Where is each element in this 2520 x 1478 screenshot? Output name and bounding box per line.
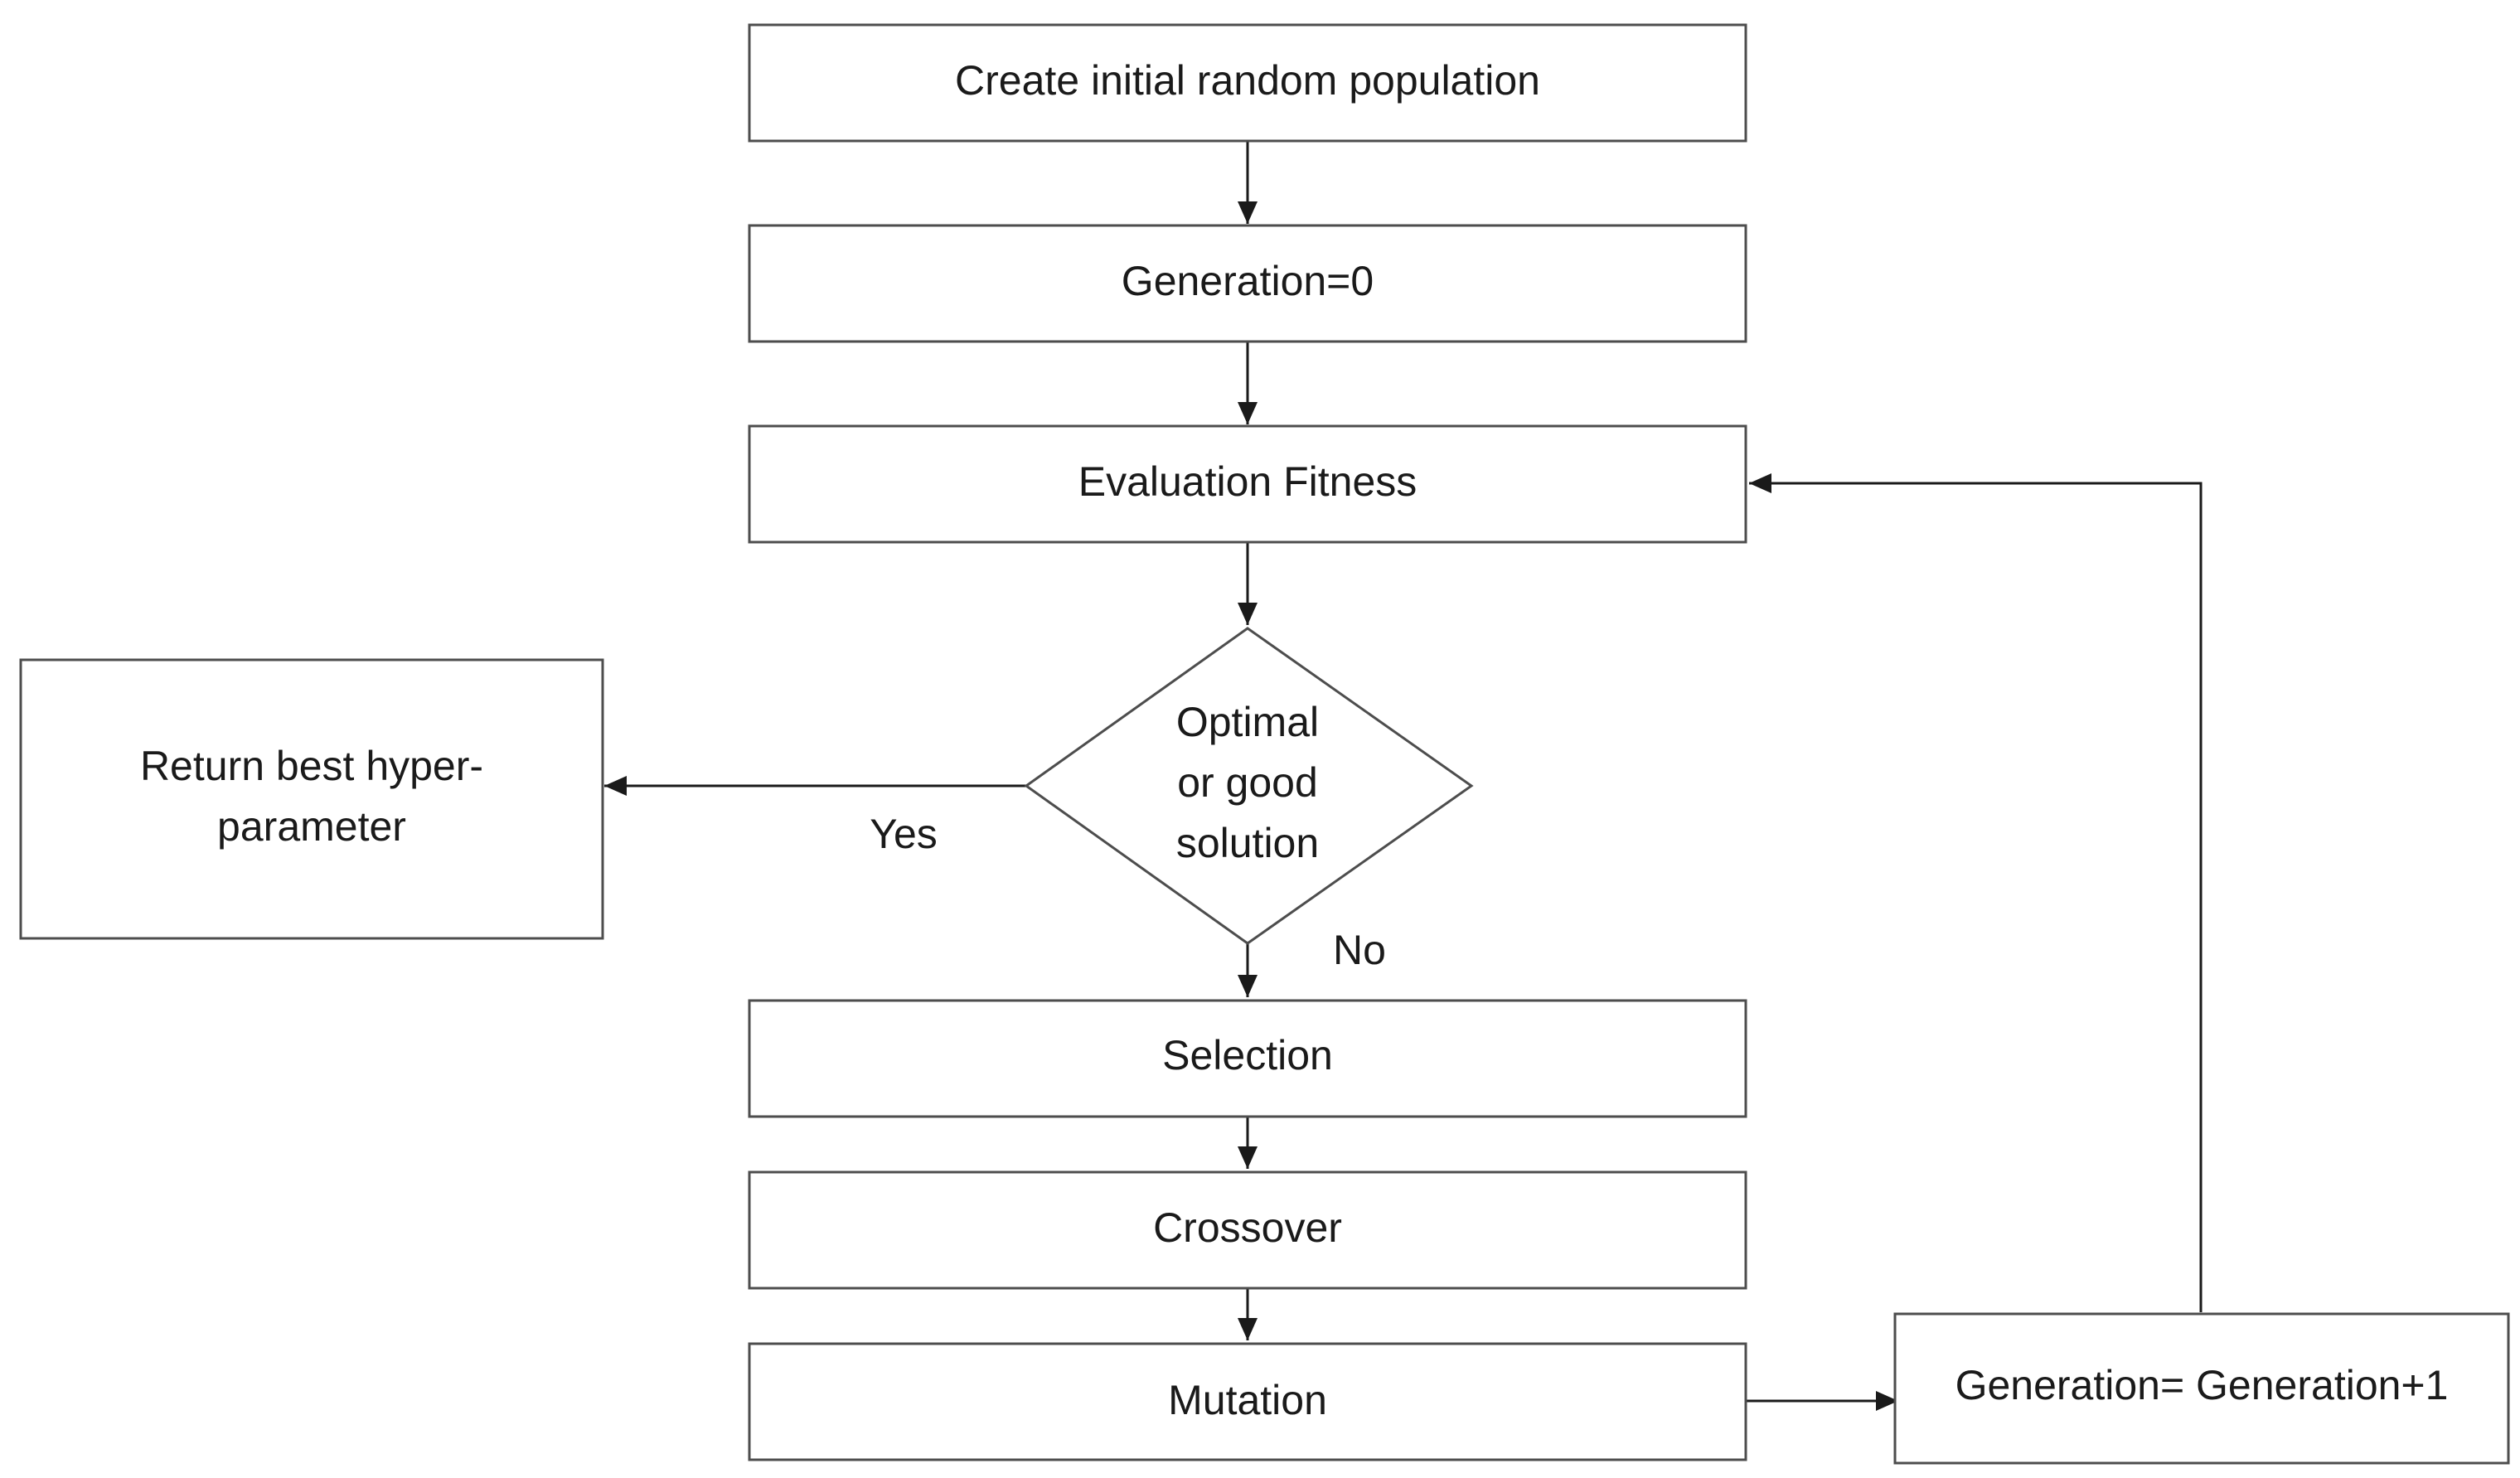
- node-return-best-line-1: Return best hyper-: [140, 743, 483, 789]
- node-create-population: Create initial random population: [748, 23, 1747, 143]
- node-return-best: Return best hyper- parameter: [19, 658, 604, 940]
- node-crossover: Crossover: [748, 1170, 1747, 1290]
- node-generation-zero: Generation=0: [748, 224, 1747, 343]
- node-generation-zero-label: Generation=0: [1122, 258, 1374, 304]
- node-evaluation-fitness-label: Evaluation Fitness: [1078, 458, 1418, 505]
- node-mutation: Mutation: [748, 1342, 1747, 1461]
- node-generation-increment-label: Generation= Generation+1: [1955, 1362, 2449, 1408]
- node-decision-line-3: solution: [1176, 820, 1319, 866]
- node-selection-label: Selection: [1162, 1032, 1333, 1078]
- edge-label-no: No: [1333, 927, 1386, 973]
- node-selection: Selection: [748, 999, 1747, 1118]
- node-create-population-label: Create initial random population: [955, 57, 1540, 104]
- node-return-best-line-2: parameter: [217, 803, 406, 850]
- node-decision-line-2: or good: [1177, 759, 1318, 806]
- node-decision-line-1: Optimal: [1176, 699, 1319, 745]
- node-decision-optimal: Optimal or good solution: [1024, 627, 1474, 945]
- node-generation-increment: Generation= Generation+1: [1893, 1312, 2510, 1465]
- node-evaluation-fitness: Evaluation Fitness: [748, 424, 1747, 544]
- edge-increment-loop-to-evaluate: [1749, 473, 2203, 1312]
- node-mutation-label: Mutation: [1168, 1377, 1327, 1423]
- edge-label-yes: Yes: [870, 811, 938, 857]
- node-crossover-label: Crossover: [1153, 1204, 1342, 1251]
